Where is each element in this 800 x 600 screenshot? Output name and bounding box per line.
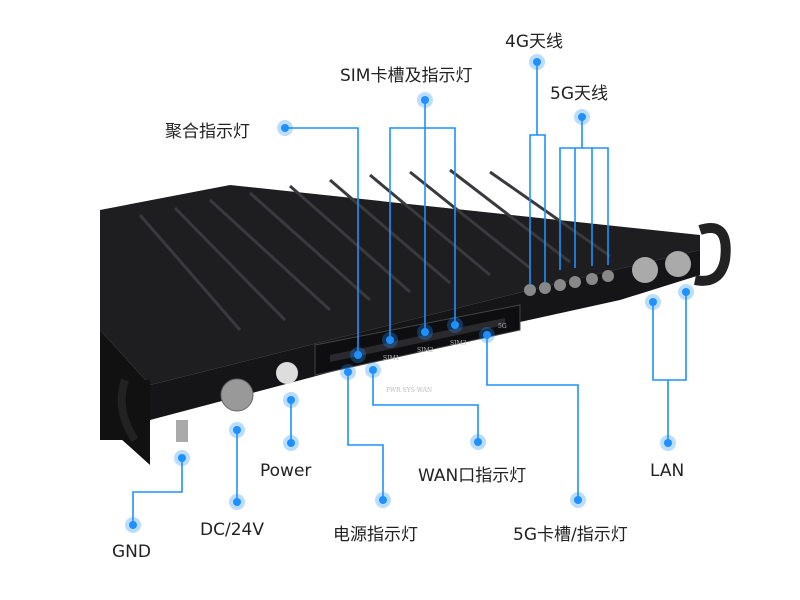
label-5g-antenna: 5G天线 xyxy=(550,84,608,104)
label-gnd: GND xyxy=(112,542,151,562)
panel-label-pwr-sys-wan: PWR SYS WAN xyxy=(386,387,432,394)
label-aggregation-led: 聚合指示灯 xyxy=(165,122,250,142)
label-dc-24v: DC/24V xyxy=(200,520,264,540)
panel-labels: PWR SYS WAN SIM1 SIM2 SIM3 5G xyxy=(383,323,507,394)
label-5g-slot: 5G卡槽/指示灯 xyxy=(513,525,628,545)
panel-label-5g: 5G xyxy=(498,323,507,330)
callout-dots xyxy=(125,54,694,533)
label-sim-slot: SIM卡槽及指示灯 xyxy=(340,66,473,86)
dc-connector xyxy=(220,378,254,412)
panel-label-sim1: SIM1 xyxy=(383,355,399,362)
power-button[interactable] xyxy=(276,362,298,384)
callout-lines xyxy=(132,62,687,525)
label-4g-antenna: 4G天线 xyxy=(505,32,563,52)
panel-label-sim3: SIM3 xyxy=(450,340,467,347)
antenna-connectors xyxy=(524,270,614,296)
router-chassis xyxy=(100,168,731,465)
label-wan-led: WAN口指示灯 xyxy=(418,466,527,486)
label-lan: LAN xyxy=(650,461,685,481)
label-power-led: 电源指示灯 xyxy=(333,525,418,545)
gnd-terminal xyxy=(176,420,188,442)
panel-label-sim2: SIM2 xyxy=(417,347,434,354)
label-power: Power xyxy=(260,461,312,481)
lan-connectors xyxy=(632,251,691,283)
